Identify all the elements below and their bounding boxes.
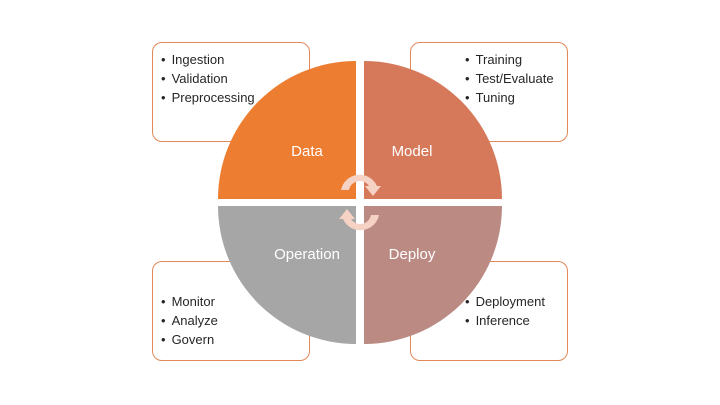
- list-item: Preprocessing: [161, 88, 255, 107]
- list-item: Training: [465, 50, 554, 69]
- list-item: Monitor: [161, 292, 218, 311]
- list-item: Validation: [161, 69, 255, 88]
- operation-items-list: Monitor Analyze Govern: [161, 292, 218, 349]
- list-item: Analyze: [161, 311, 218, 330]
- data-label: Data: [291, 143, 323, 160]
- list-item: Test/Evaluate: [465, 69, 554, 88]
- model-items-list: Training Test/Evaluate Tuning: [465, 50, 554, 107]
- list-item: Inference: [465, 311, 545, 330]
- operation-quadrant: [218, 206, 356, 344]
- operation-label: Operation: [274, 246, 340, 263]
- deploy-items-list: Deployment Inference: [465, 292, 545, 330]
- data-quadrant: [218, 61, 356, 199]
- deploy-quadrant: [364, 206, 502, 344]
- list-item: Tuning: [465, 88, 554, 107]
- deploy-label: Deploy: [389, 246, 436, 263]
- list-item: Deployment: [465, 292, 545, 311]
- cycle-arrows-icon: [339, 174, 381, 231]
- model-label: Model: [392, 143, 433, 160]
- list-item: Ingestion: [161, 50, 255, 69]
- model-quadrant: [364, 61, 502, 199]
- list-item: Govern: [161, 330, 218, 349]
- data-items-list: Ingestion Validation Preprocessing: [161, 50, 255, 107]
